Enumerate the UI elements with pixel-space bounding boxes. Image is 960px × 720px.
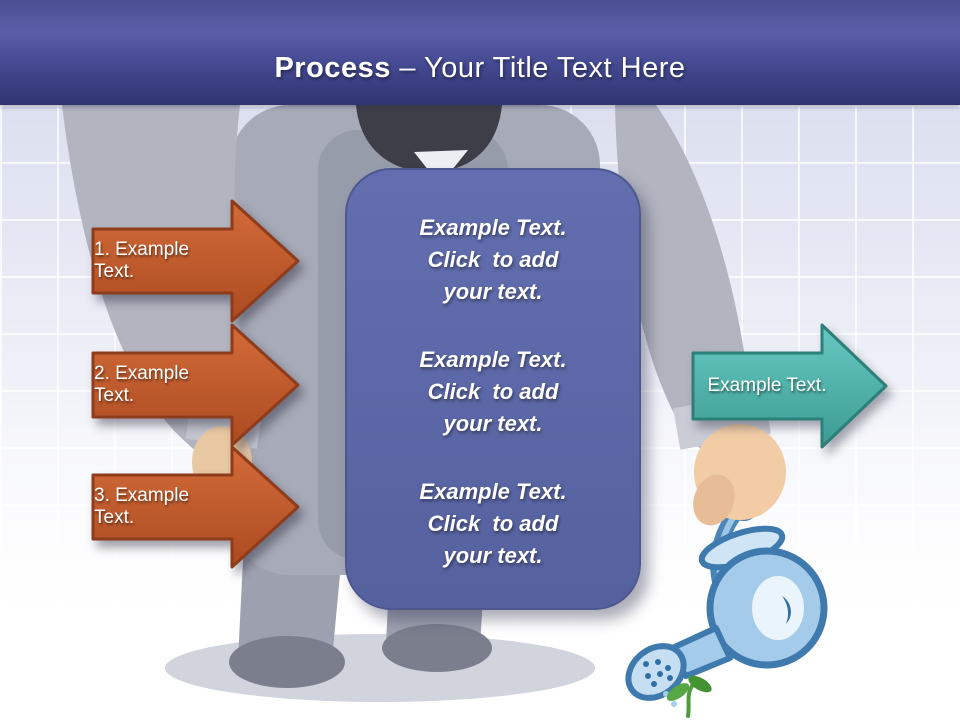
output-arrow[interactable]: Example Text. xyxy=(690,320,890,452)
shoe xyxy=(382,624,492,672)
step-1-label: 1. Example Text. xyxy=(94,239,194,282)
panel-text-block-1[interactable]: Example Text. Click to add your text. xyxy=(419,212,566,308)
panel-text-line: your text. xyxy=(443,543,543,568)
step-2-label: 2. Example Text. xyxy=(94,363,194,406)
head xyxy=(356,105,502,172)
arrow-right-shape xyxy=(91,445,300,569)
slide-title-rest: Your Title Text Here xyxy=(424,52,686,84)
plant-sprout-illustration xyxy=(666,675,712,718)
panel-text-block-2[interactable]: Example Text. Click to add your text. xyxy=(419,344,566,440)
process-step-1-arrow[interactable]: 1. Example Text. xyxy=(90,196,302,326)
shoe xyxy=(229,636,345,688)
arrow-right-shape xyxy=(691,323,888,449)
panel-text-line: Click to add xyxy=(427,511,559,536)
panel-text-line: Example Text. xyxy=(419,347,567,372)
slide-title[interactable]: Process – Your Title Text Here xyxy=(274,52,685,85)
center-text-panel[interactable]: Example Text. Click to add your text. Ex… xyxy=(345,168,641,610)
process-step-3-arrow[interactable]: 3. Example Text. xyxy=(90,442,302,572)
watering-can-illustration xyxy=(625,424,828,707)
panel-text-line: Example Text. xyxy=(419,479,567,504)
panel-text-line: Example Text. xyxy=(419,215,567,240)
output-arrow-label: Example Text. xyxy=(707,375,827,396)
slide-title-bold: Process xyxy=(274,52,391,84)
panel-text-block-3[interactable]: Example Text. Click to add your text. xyxy=(419,476,566,572)
arrow-right-shape xyxy=(91,323,300,447)
process-step-2-arrow[interactable]: 2. Example Text. xyxy=(90,320,302,450)
ground-shadow xyxy=(165,634,595,702)
panel-text-line: Click to add xyxy=(427,247,559,272)
slide-title-bar: Process – Your Title Text Here xyxy=(0,0,960,105)
step-3-label: 3. Example Text. xyxy=(94,485,194,528)
panel-text-line: your text. xyxy=(443,279,543,304)
collar xyxy=(414,150,468,185)
panel-text-line: Click to add xyxy=(427,379,559,404)
slide-title-separator: – xyxy=(390,52,425,84)
arrow-right-shape xyxy=(91,199,300,323)
panel-text-line: your text. xyxy=(443,411,543,436)
